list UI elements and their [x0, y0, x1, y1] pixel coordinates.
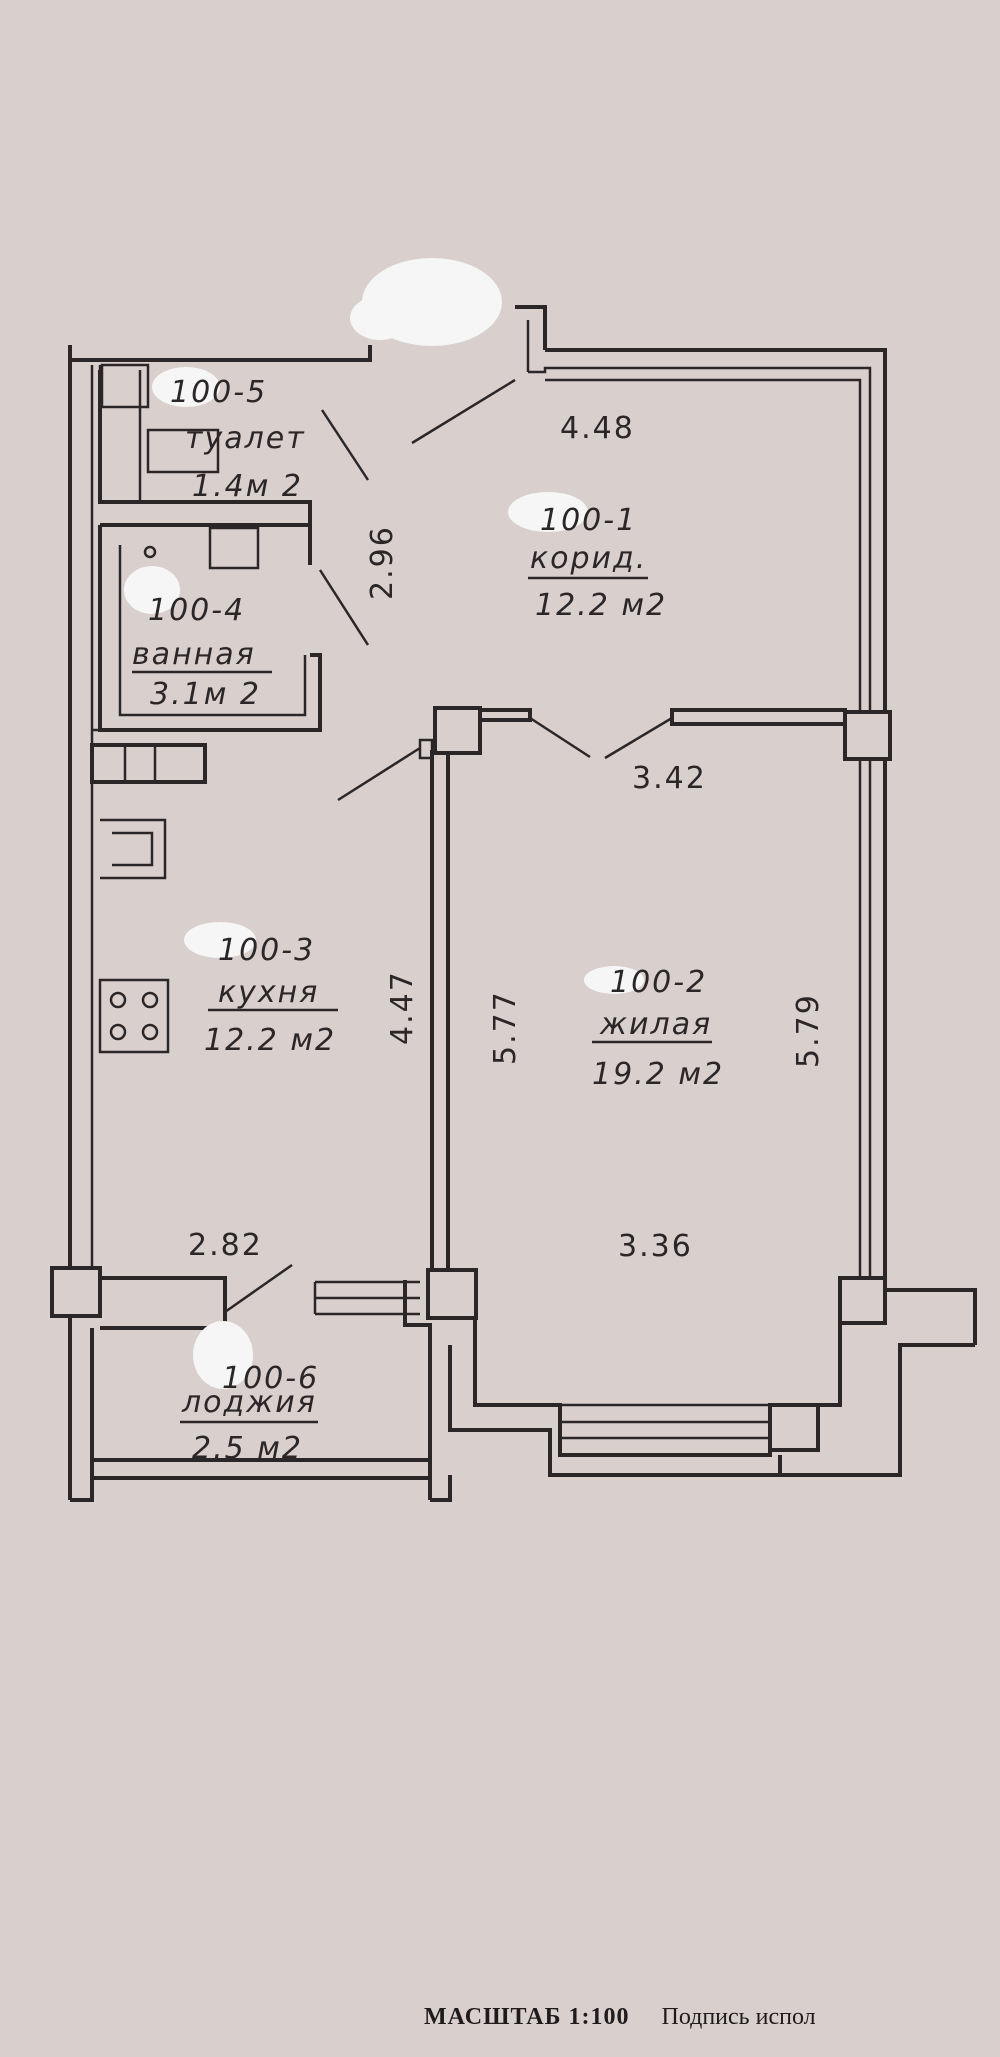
top-left-exterior-wall: [68, 345, 372, 362]
redaction-kitchen: [184, 922, 256, 958]
room-kitchen-number: 100-3: [218, 933, 315, 968]
window-sill: [560, 1403, 770, 1440]
living-bottom-wall: [473, 1320, 842, 1457]
room-hall-name: корид.: [530, 541, 647, 576]
bath-wall-inner: [118, 545, 307, 717]
balcony-right: [885, 1288, 977, 1345]
living-door-right: [604, 716, 673, 760]
bath-drain-icon: [143, 545, 157, 559]
pillar-living-bottom-right: [838, 1276, 887, 1325]
room-loggia-area: 2.5 м2: [192, 1431, 303, 1466]
signature-label: Подпись испол: [661, 2004, 816, 2030]
dim-living-right: 5.79: [791, 993, 826, 1068]
stove-burner-3: [109, 1023, 127, 1041]
redaction-living: [584, 966, 644, 994]
pillar-hall-right: [843, 710, 892, 761]
dim-hall-depth: 2.96: [365, 525, 400, 600]
pillar-living-bottom-left: [426, 1268, 478, 1320]
dim-kitchen-width: 2.82: [188, 1228, 263, 1263]
right-exterior-wall: [545, 348, 887, 1278]
fridge-icon: [100, 818, 167, 880]
entrance-jamb: [515, 305, 547, 350]
room-hall-number: 100-1: [540, 503, 637, 538]
redaction-toilet: [152, 367, 220, 407]
room-toilet-name: туалет: [185, 421, 306, 456]
redaction-bath: [124, 566, 180, 614]
doors: [224, 378, 673, 1314]
hall-living-wall-right: [670, 708, 847, 726]
room-kitchen-area: 12.2 м2: [204, 1023, 336, 1058]
redaction-top-2: [350, 296, 410, 340]
scale-label: МАСШТАБ 1:100: [424, 2004, 630, 2030]
kitchen-stub: [418, 738, 434, 760]
pillar-window-right: [768, 1403, 820, 1452]
dim-living-door-wall: 3.42: [632, 761, 707, 796]
room-toilet-number: 100-5: [170, 375, 267, 410]
bottom-right-outer: [448, 1343, 975, 1477]
living-door-left: [529, 716, 591, 759]
room-hall-area: 12.2 м2: [535, 588, 667, 623]
stove-burner-2: [141, 991, 159, 1009]
room-toilet-area: 1.4м 2: [192, 469, 303, 504]
vent-shaft: [90, 743, 207, 784]
stove-icon: [98, 978, 170, 1054]
toilet-bowl: [146, 428, 220, 474]
bath-wall: [100, 523, 312, 565]
dim-hall-width: 4.48: [560, 411, 635, 446]
room-labels: 100-5 туалет 1.4м 2 100-4 ванная 3.1м 2 …: [132, 375, 724, 1466]
bathtub: [208, 526, 260, 570]
footer: МАСШТАБ 1:100 Подпись испол: [424, 2004, 816, 2031]
room-bath-name: ванная: [132, 637, 256, 672]
vent-shaft-divider-1: [123, 745, 157, 782]
loggia-door: [224, 1263, 293, 1314]
room-living-area: 19.2 м2: [592, 1057, 724, 1092]
walls: [68, 305, 977, 1502]
loggia-partition: [100, 1276, 227, 1330]
toilet-wall: [98, 370, 312, 525]
bath-door: [318, 569, 370, 646]
room-living-number: 100-2: [610, 965, 707, 1000]
stove-burner-4: [141, 1023, 159, 1041]
redaction-marks: [124, 258, 644, 1389]
toilet-door: [320, 409, 370, 481]
loggia-glass: [313, 1280, 420, 1316]
dim-living-width: 3.36: [618, 1229, 693, 1264]
redaction-loggia: [193, 1321, 253, 1389]
right-exterior-wall-inner2: [545, 378, 862, 1278]
room-kitchen-name: кухня: [218, 975, 319, 1010]
pillar-loggia-left: [50, 1266, 102, 1318]
right-exterior-wall-inner: [528, 366, 872, 1278]
pillars: [50, 706, 892, 1452]
room-bath-area: 3.1м 2: [150, 677, 261, 712]
fixtures: [98, 363, 260, 1054]
stove-burner-1: [109, 991, 127, 1009]
loggia-right-wall: [403, 1280, 432, 1500]
hall-living-wall-left: [480, 708, 532, 722]
room-bath-number: 100-4: [148, 593, 245, 628]
entrance-door: [411, 378, 516, 445]
room-living-name: жилая: [599, 1007, 712, 1042]
pillar-hall-left: [433, 706, 482, 755]
toilet-tank: [100, 363, 150, 409]
room-loggia-number: 100-6: [222, 1361, 319, 1396]
dimension-labels: 4.48 2.96 3.42 4.47 5.77 5.79 3.36 2.82: [188, 411, 826, 1264]
kitchen-door: [337, 746, 421, 802]
dim-kitchen-depth: 4.47: [385, 970, 420, 1045]
bottom-right-outer-2: [430, 1475, 452, 1502]
room-loggia-name: лоджия: [181, 1385, 317, 1420]
dim-living-left: 5.77: [488, 990, 523, 1065]
redaction-hall: [508, 492, 588, 532]
